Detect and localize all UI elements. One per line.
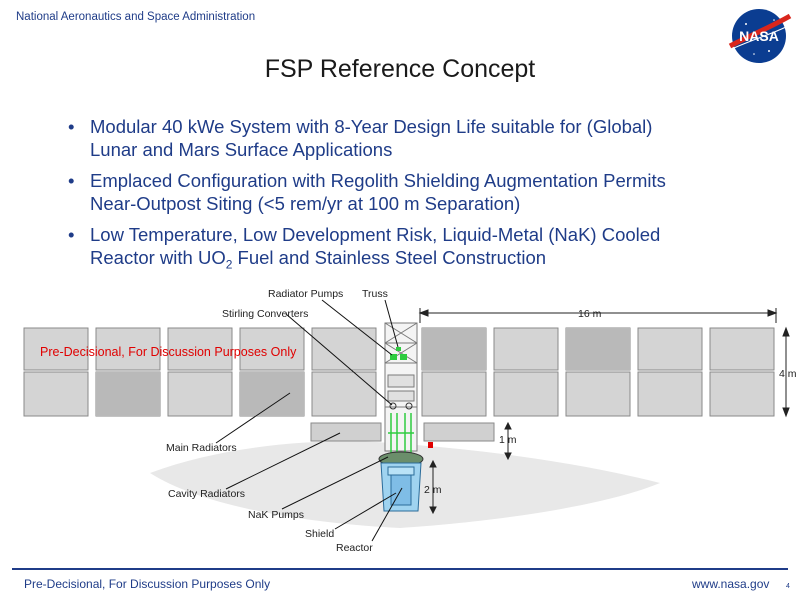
footer-divider [12,568,788,570]
bullet-item: • Emplaced Configuration with Regolith S… [68,170,666,214]
dimension-width-label: 16 m [578,308,602,320]
bullet-item: • Low Temperature, Low Development Risk,… [68,224,661,272]
slide-title: FSP Reference Concept [264,55,536,83]
main-radiators-left [23,327,377,417]
label-truss: Truss [362,288,388,300]
organization-name: National Aeronautics and Space Administr… [16,11,256,23]
label-shield: Shield [305,528,334,540]
nasa-logo: NASA [728,9,792,63]
truss-structure [384,322,418,452]
cavity-radiator-right [423,422,495,442]
label-cavity-radiators: Cavity Radiators [168,488,245,500]
bullet-list: • Modular 40 kWe System with 8-Year Desi… [66,115,786,285]
dimension-gap-label: 1 m [499,434,517,446]
cavity-radiator-left [310,422,382,442]
dimension-height-label: 4 m [779,368,797,380]
label-main-radiators: Main Radiators [166,442,237,454]
dimension-depth-label: 2 m [424,484,442,496]
label-radiator-pumps: Radiator Pumps [268,288,343,300]
bullet-dot-icon: • [68,116,75,137]
label-reactor: Reactor [336,542,373,554]
pre-decisional-watermark: Pre-Decisional, For Discussion Purposes … [40,345,297,359]
reactor-concept-diagram: Radiator Pumps Truss Stirling Converters… [23,288,797,554]
bullet-dot-icon: • [68,170,75,191]
footer-url-link[interactable]: www.nasa.gov [692,577,770,591]
footer-disclaimer: Pre-Decisional, For Discussion Purposes … [24,577,271,591]
label-stirling-converters: Stirling Converters [222,308,308,320]
page-number: 4 [786,583,790,590]
radiator-pump-icon [390,354,397,360]
stirling-converters [388,413,414,453]
label-nak-pumps: NaK Pumps [248,509,304,521]
svg-text:NASA: NASA [739,28,779,44]
bullet-item: • Modular 40 kWe System with 8-Year Desi… [68,116,653,160]
bullet-dot-icon: • [68,224,75,245]
